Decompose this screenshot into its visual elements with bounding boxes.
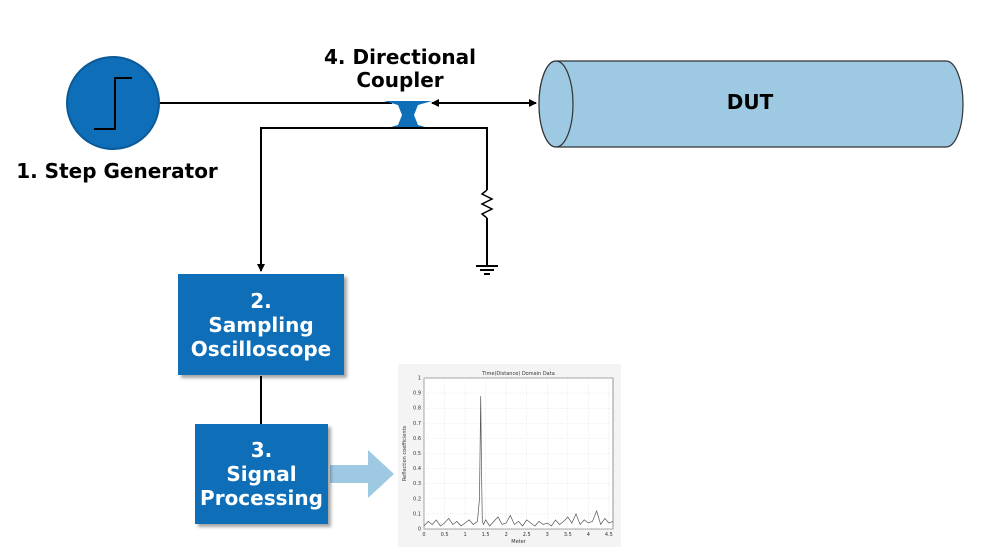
x-tick-label: 4.5 bbox=[605, 532, 613, 538]
processing-output-arrow bbox=[330, 450, 394, 498]
processing-line-3: Processing bbox=[200, 486, 323, 510]
y-tick-label: 0.5 bbox=[413, 451, 421, 457]
x-tick-label: 0.5 bbox=[441, 532, 449, 538]
coupler-label-line2: Coupler bbox=[356, 68, 444, 92]
x-tick-label: 0 bbox=[422, 532, 425, 538]
processing-line-2: Signal bbox=[226, 462, 297, 486]
oscilloscope-line-1: 2. bbox=[250, 288, 272, 313]
x-tick-label: 1.5 bbox=[482, 532, 490, 538]
step-generator-circle bbox=[66, 56, 160, 150]
directional-coupler bbox=[384, 101, 432, 129]
termination-resistor bbox=[480, 127, 494, 266]
y-tick-label: 0.6 bbox=[413, 436, 421, 442]
x-tick-label: 4 bbox=[587, 532, 590, 538]
plot-title: Time(Distance) Domain Data bbox=[481, 371, 555, 377]
reflection-series-line bbox=[423, 396, 614, 527]
step-generator bbox=[66, 56, 160, 150]
coupler-icon bbox=[384, 101, 432, 129]
x-tick-label: 3.5 bbox=[564, 532, 572, 538]
y-tick-label: 0.7 bbox=[413, 421, 421, 427]
ground-icon bbox=[476, 265, 498, 275]
plot-xlabel: Meter bbox=[511, 539, 526, 545]
sampling-oscilloscope-box: 2. Sampling Oscilloscope bbox=[178, 274, 344, 375]
y-tick-label: 0 bbox=[418, 527, 421, 533]
oscilloscope-line-2: Sampling bbox=[208, 312, 314, 337]
signal-processing-box: 3. Signal Processing bbox=[195, 424, 328, 524]
y-tick-label: 0.8 bbox=[413, 406, 421, 412]
coupler-label-line1: 4. Directional bbox=[324, 45, 476, 69]
y-tick-label: 1 bbox=[418, 376, 421, 382]
dut-label: DUT bbox=[726, 90, 774, 114]
x-tick-label: 2.5 bbox=[523, 532, 531, 538]
y-tick-label: 0.4 bbox=[413, 466, 421, 472]
plot-ylabel: Reflection coefficients bbox=[402, 426, 408, 482]
y-tick-label: 0.3 bbox=[413, 481, 421, 487]
resistor-icon bbox=[480, 189, 494, 219]
step-icon bbox=[94, 77, 132, 130]
processing-line-1: 3. bbox=[250, 438, 273, 462]
y-tick-label: 0.2 bbox=[413, 496, 421, 502]
reflection-plot-svg: 0 0.1 0.2 0.3 0.4 0.5 0.6 0.7 0.8 0.9 1 0 0.5 1 1.5 2 2.… bbox=[402, 371, 614, 545]
oscilloscope-line-3: Oscilloscope bbox=[190, 336, 332, 361]
dut-cylinder bbox=[538, 60, 964, 148]
x-tick-label: 2 bbox=[505, 532, 508, 538]
x-tick-label: 1 bbox=[463, 532, 466, 538]
y-tick-label: 0.9 bbox=[413, 391, 421, 397]
step-generator-label: 1. Step Generator bbox=[16, 159, 218, 183]
y-tick-label: 0.1 bbox=[413, 511, 421, 517]
reflection-plot: 0 0.1 0.2 0.3 0.4 0.5 0.6 0.7 0.8 0.9 1 0 0.5 1 1.5 2 2.… bbox=[398, 364, 621, 547]
x-tick-label: 3 bbox=[546, 532, 549, 538]
